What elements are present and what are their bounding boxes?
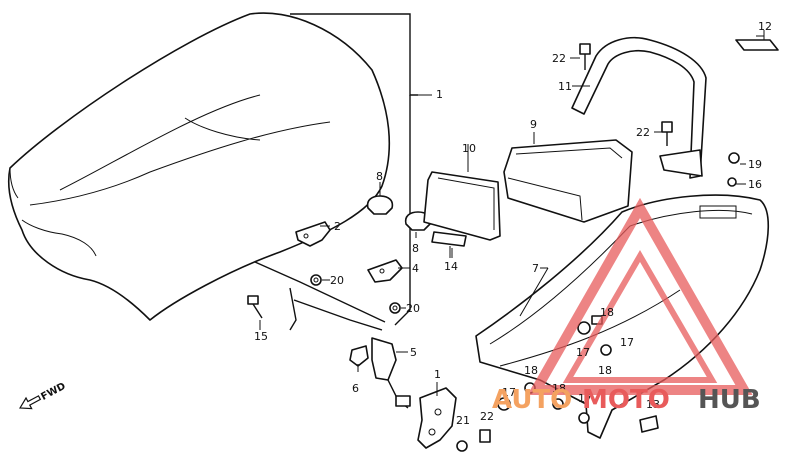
label-14 [431, 231, 467, 258]
watermark-text: AUTO MOTO HUB [492, 385, 761, 415]
bracket-12 [735, 30, 779, 51]
bolt-15 [247, 295, 263, 319]
callout-22c: 22 [636, 126, 650, 139]
callout-20b: 20 [406, 302, 420, 315]
watermark-auto: AUTO [492, 385, 572, 415]
callout-leaders [259, 35, 764, 396]
callout-11: 11 [558, 80, 572, 93]
callout-3: 2 [334, 220, 341, 233]
bolt-22-top [579, 43, 591, 70]
bolt-21 [456, 440, 468, 452]
callout-18a: 18 [600, 306, 614, 319]
callout-labels: 1 2 8 8 10 9 4 14 20 20 15 5 6 1 21 22 2… [254, 20, 772, 427]
callout-22b: 22 [552, 52, 566, 65]
callout-12: 12 [758, 20, 772, 33]
bracket-4 [367, 259, 403, 283]
callout-18c: 18 [524, 364, 538, 377]
callout-18b: 18 [598, 364, 612, 377]
callout-16: 16 [748, 178, 762, 191]
callout-22a: 22 [480, 410, 494, 423]
callout-5: 5 [410, 346, 417, 359]
latch-1 [417, 387, 457, 449]
watermark-hub: HUB [698, 385, 761, 415]
nut-20-a [310, 274, 322, 286]
bolt-22-mid [661, 121, 673, 146]
callout-13: 13 [646, 398, 660, 411]
callout-14: 14 [444, 260, 458, 273]
nut-20-b [389, 302, 401, 314]
seat-lock-rod [289, 287, 411, 409]
cap-13 [639, 415, 659, 433]
watermark-logo [527, 197, 753, 395]
washers [497, 315, 612, 424]
callout-8a: 8 [376, 170, 383, 183]
callout-21: 21 [456, 414, 470, 427]
callout-19: 19 [748, 158, 762, 171]
callout-9: 9 [530, 118, 537, 131]
callout-20a: 20 [330, 274, 344, 287]
seat-part [7, 12, 391, 321]
callout-15: 15 [254, 330, 268, 343]
callout-4: 4 [412, 262, 419, 275]
nut-16 [727, 177, 737, 187]
callout-17c: 17 [502, 386, 516, 399]
callout-8b: 8 [412, 242, 419, 255]
callout-2: 1 [436, 88, 443, 101]
fwd-label: FWD [39, 381, 67, 403]
callout-6: 6 [352, 382, 359, 395]
callout-17b: 17 [620, 336, 634, 349]
callout-10: 10 [462, 142, 476, 155]
cover-10 [423, 171, 501, 241]
watermark-moto: MOTO [582, 385, 670, 415]
callout-18d: 18 [552, 382, 566, 395]
callout-17d: 17 [578, 392, 592, 405]
bolt-22-lower [479, 429, 491, 443]
leader-lines [254, 13, 432, 326]
grab-rail-11 [571, 36, 707, 179]
bracket-3 [295, 221, 331, 247]
callout-7: 7 [532, 262, 539, 275]
fwd-arrow: FWD [18, 381, 68, 410]
screw-19 [728, 152, 740, 164]
callout-17a: 17 [576, 346, 590, 359]
case-9 [503, 132, 633, 223]
callout-1: 1 [434, 368, 441, 381]
